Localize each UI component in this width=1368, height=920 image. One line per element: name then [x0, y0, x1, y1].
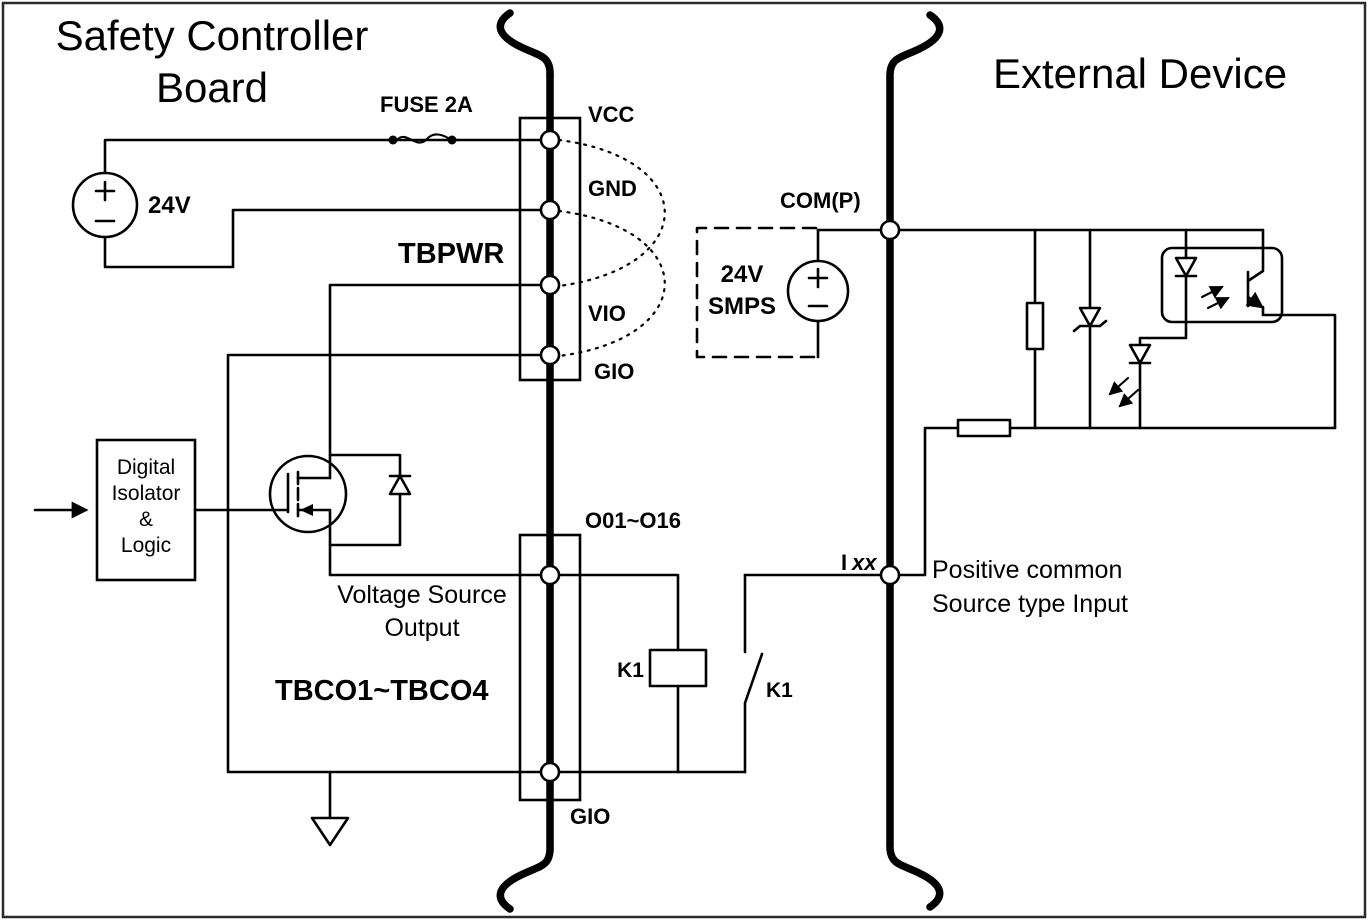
left-panel-title-line2: Board [156, 64, 268, 111]
break-symbol-top-right [886, 11, 944, 82]
tbpwr-terminal-block [518, 116, 582, 382]
fuse-end-dot [447, 135, 457, 145]
ixx-label-prefix: I [841, 550, 847, 575]
gio-return-wire [226, 353, 747, 774]
smps-label-line2: SMPS [708, 293, 776, 320]
gio-terminal [539, 344, 561, 366]
gnd-supply-wire [103, 208, 552, 269]
zener-diode-symbol [1072, 306, 1108, 333]
flyback-diode-loop-wire [328, 453, 402, 547]
emitter-output-wire [1261, 305, 1337, 430]
series-resistor-symbol [956, 418, 1012, 438]
supply-voltage-label: 24V [148, 192, 191, 219]
output-caption-line1: Voltage Source [337, 581, 507, 609]
gio-bottom-terminal [539, 761, 561, 783]
opto-light-arrow [1206, 296, 1230, 310]
opto-led-triangle [1174, 256, 1198, 278]
indicator-led-symbol [1108, 343, 1152, 408]
output-channels-label: O01~O16 [585, 508, 681, 533]
phototransistor-collector [1246, 228, 1265, 283]
vcc-terminal [539, 129, 561, 151]
break-symbol-bottom-right [886, 840, 944, 911]
input-ixx-wire [743, 426, 960, 577]
flyback-diode-symbol [328, 453, 412, 547]
isolator-label-line2: Isolator [112, 482, 181, 505]
gio-top-label: GIO [594, 359, 634, 384]
gnd-label: GND [588, 176, 637, 201]
dc-supply-circle [71, 171, 139, 239]
led-emission-arrow [1108, 376, 1130, 396]
tbco-label: TBCO1~TBCO4 [275, 675, 489, 707]
mosfet-body-arrow [300, 504, 313, 516]
fuse-element-curve [394, 133, 453, 144]
right-panel-title: External Device [993, 50, 1287, 97]
optocoupler-box [1160, 246, 1284, 324]
com-terminal [879, 219, 901, 241]
fuse-symbol [386, 133, 460, 145]
vcc-label: VCC [588, 102, 635, 127]
break-symbol-top-left [496, 9, 554, 80]
gnd-gio-jumper-arc [557, 209, 666, 358]
output-caption-line2: Output [384, 614, 459, 642]
dc-supply-24v-symbol [71, 171, 139, 239]
vcc-vio-jumper-arc [557, 138, 666, 288]
ixx-terminal [879, 564, 901, 586]
vcc-supply-wire [103, 138, 390, 175]
smps-circle [786, 259, 850, 323]
vio-drain-wire [328, 283, 552, 480]
gnd-terminal [539, 199, 561, 221]
relay-coil-label: K1 [617, 659, 644, 682]
left-panel-title-line1: Safety Controller [56, 12, 369, 59]
tbco-terminal-block [518, 533, 582, 802]
vio-terminal [539, 274, 561, 296]
indicator-led-triangle [1128, 343, 1152, 365]
opto-light-arrow [1200, 285, 1224, 299]
zener-triangle [1078, 306, 1102, 328]
ground-symbol [310, 770, 350, 847]
fuse-label: FUSE 2A [380, 92, 473, 117]
tbpwr-label: TBPWR [398, 238, 504, 270]
led-emission-arrow [1118, 388, 1140, 408]
gio-bottom-label: GIO [570, 804, 610, 829]
vio-label: VIO [588, 301, 626, 326]
isolator-label-line3: & [139, 508, 153, 531]
right-board-boundary [886, 11, 944, 911]
flyback-diode-triangle [388, 474, 412, 496]
fuse-end-dot [388, 135, 398, 145]
isolator-label-line4: Logic [121, 534, 171, 557]
ixx-label-suffix: xx [851, 550, 877, 575]
smps-dashed-wires [695, 226, 818, 359]
smps-polarity-marks [807, 267, 829, 308]
pullup-resistor-symbol [1025, 301, 1045, 351]
relay-contact-symbol [743, 573, 764, 774]
ground-triangle [310, 816, 350, 847]
input-description-line2: Source type Input [932, 590, 1128, 618]
smps-source-symbol [786, 259, 850, 323]
dc-supply-polarity-marks [94, 180, 116, 223]
input-description-line1: Positive common [932, 556, 1122, 584]
break-symbol-bottom-left [496, 842, 554, 913]
com-label: COM(P) [780, 188, 861, 213]
terminal-points [539, 129, 901, 783]
output-channel-terminal [539, 564, 561, 586]
relay-contact-lines [743, 573, 764, 774]
phototransistor-emitter [1245, 291, 1265, 309]
zener-cathode-bar [1072, 319, 1108, 333]
relay-contact-label: K1 [766, 679, 793, 702]
opto-led-wire [1138, 228, 1188, 430]
mosfet-symbol [268, 454, 348, 534]
mosfet-circle [268, 454, 348, 534]
smps-label-line1: 24V [721, 261, 764, 288]
output-wire [328, 508, 680, 652]
isolator-label-line1: Digital [117, 456, 175, 479]
relay-coil-symbol [648, 648, 708, 688]
optocoupler-symbol [1160, 228, 1284, 324]
